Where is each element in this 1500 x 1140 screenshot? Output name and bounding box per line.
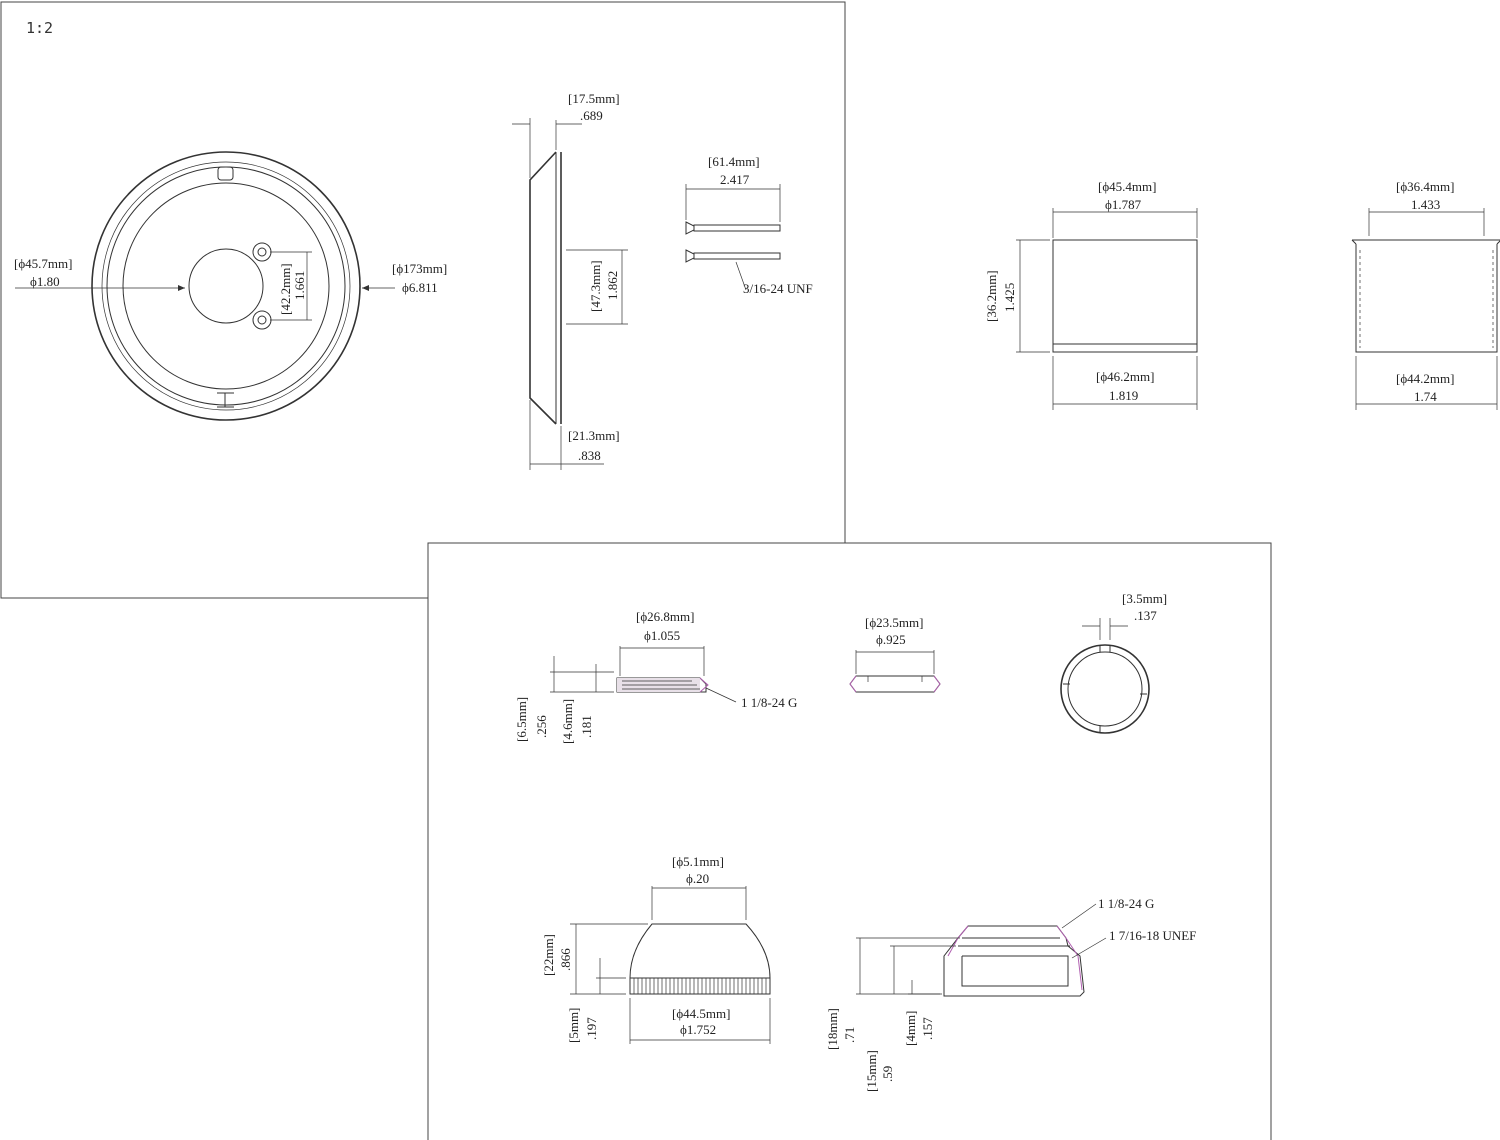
knob-height-in: .866 [558,948,573,971]
scale-label: 1:2 [26,19,53,37]
knob-top-dia-in: ϕ.20 [686,871,709,886]
plate-outer-dia-mm: [ϕ173mm] [392,261,447,276]
knob-bottom-dia-in: ϕ1.752 [680,1022,716,1037]
plate-side-bottom-in: .838 [578,448,601,463]
nut-height1-mm: [6.5mm] [514,697,529,742]
adapter-height3-mm: [15mm] [864,1050,879,1092]
thread-adapter [856,903,1107,997]
sleeve-inner-bottom-dia-in: 1.74 [1414,389,1437,404]
sleeve-top-dia-mm: [ϕ45.4mm] [1098,179,1156,194]
sleeve-height-mm: [36.2mm] [984,270,999,322]
nut-height2-in: .181 [579,715,594,738]
nut-dia-in: ϕ1.055 [644,628,680,643]
nut-height2-mm: [4.6mm] [560,699,575,744]
screw-length-mm: [61.4mm] [708,154,760,169]
plate-inner-dia-in: ϕ1.80 [30,274,60,289]
knob-band-mm: [5mm] [566,1008,581,1043]
plate-hole-spacing-mm: [42.2mm] [278,263,293,315]
washer-dia-mm: [ϕ23.5mm] [865,615,923,630]
knob-cap [570,886,771,1044]
escutcheon-plate-front-view [15,151,395,421]
sleeve-inner-bottom-dia-mm: [ϕ44.2mm] [1396,371,1454,386]
adapter-height3-in: .59 [880,1066,895,1082]
plate-side-mid-mm: [47.3mm] [588,260,603,312]
screw-length-in: 2.417 [720,172,750,187]
sleeve-side-view [1016,208,1198,410]
sleeve-inner-top-dia-mm: [ϕ36.4mm] [1396,179,1454,194]
washer [849,650,941,693]
sleeve-inner-top-dia-in: 1.433 [1411,197,1440,212]
ring-gap-in: .137 [1134,608,1157,623]
adapter-height1-mm: [18mm] [825,1008,840,1050]
washer-dia-in: ϕ.925 [876,632,906,647]
knob-height-mm: [22mm] [541,934,556,976]
knob-top-dia-mm: [ϕ5.1mm] [672,854,724,869]
adapter-height2-in: .157 [920,1017,935,1040]
nut-height1-in: .256 [534,715,549,738]
sleeve-height-in: 1.425 [1002,283,1017,312]
adapter-height1-in: .71 [842,1027,857,1043]
nut-thread: 1 1/8-24 G [741,695,797,710]
adapter-thread2: 1 7/16-18 UNEF [1109,928,1196,943]
sleeve-bottom-dia-mm: [ϕ46.2mm] [1096,369,1154,384]
sleeve-top-dia-in: ϕ1.787 [1105,197,1142,212]
ring-gap-mm: [3.5mm] [1122,591,1167,606]
adapter-thread1: 1 1/8-24 G [1098,896,1154,911]
escutcheon-plate-side-view [512,118,628,470]
plate-side-top-in: .689 [580,108,603,123]
plate-side-mid-in: 1.862 [605,271,620,300]
sleeve-section-view [1351,208,1500,410]
screw-thread: 3/16-24 UNF [743,281,813,296]
knob-bottom-dia-mm: [ϕ44.5mm] [672,1006,730,1021]
plate-side-bottom-mm: [21.3mm] [568,428,620,443]
plate-inner-dia-mm: [ϕ45.7mm] [14,256,72,271]
mounting-screws [685,184,781,291]
plate-hole-spacing-in: 1.661 [292,271,307,300]
split-ring [1060,618,1150,734]
nut-dia-mm: [ϕ26.8mm] [636,609,694,624]
lower-sheet-frame [427,542,1272,1140]
upper-sheet-frame [0,1,846,599]
threaded-nut [550,646,737,703]
sleeve-bottom-dia-in: 1.819 [1109,388,1138,403]
knob-band-in: .197 [584,1017,599,1040]
adapter-height2-mm: [4mm] [903,1011,918,1046]
plate-side-top-mm: [17.5mm] [568,91,620,106]
plate-outer-dia-in: ϕ6.811 [402,280,438,295]
